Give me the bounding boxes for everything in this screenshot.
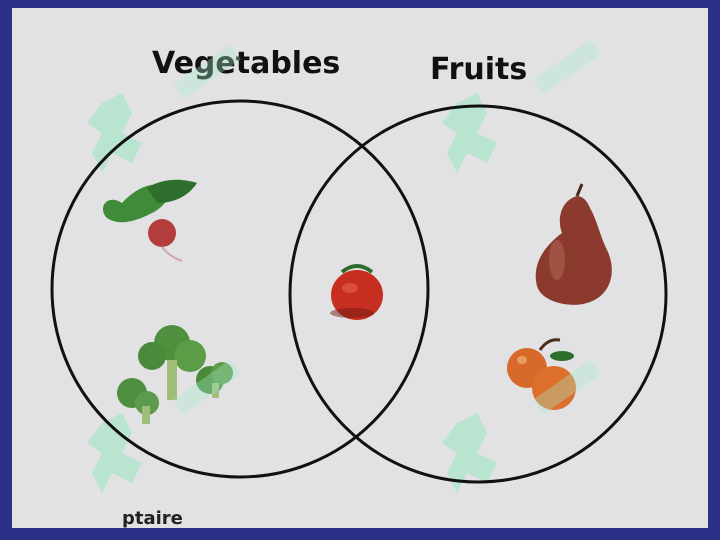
watermark-logo-icon: [87, 93, 497, 493]
tomato-icon: [330, 264, 383, 320]
venn-diagram-panel: Vegetables Fruits: [12, 8, 708, 528]
broccoli-icon: [117, 325, 233, 424]
fruits-circle: [288, 104, 668, 484]
vegetables-circle: [50, 99, 430, 479]
oranges-icon: [507, 338, 576, 410]
radish-icon: [102, 179, 197, 262]
vegetables-title: Vegetables: [152, 46, 341, 81]
venn-circles: [50, 39, 668, 493]
watermark-pattern-icon: [173, 39, 601, 415]
footer-partial-text: ptaire: [122, 508, 183, 528]
fruits-title: Fruits: [430, 52, 528, 87]
pear-icon: [535, 183, 612, 305]
